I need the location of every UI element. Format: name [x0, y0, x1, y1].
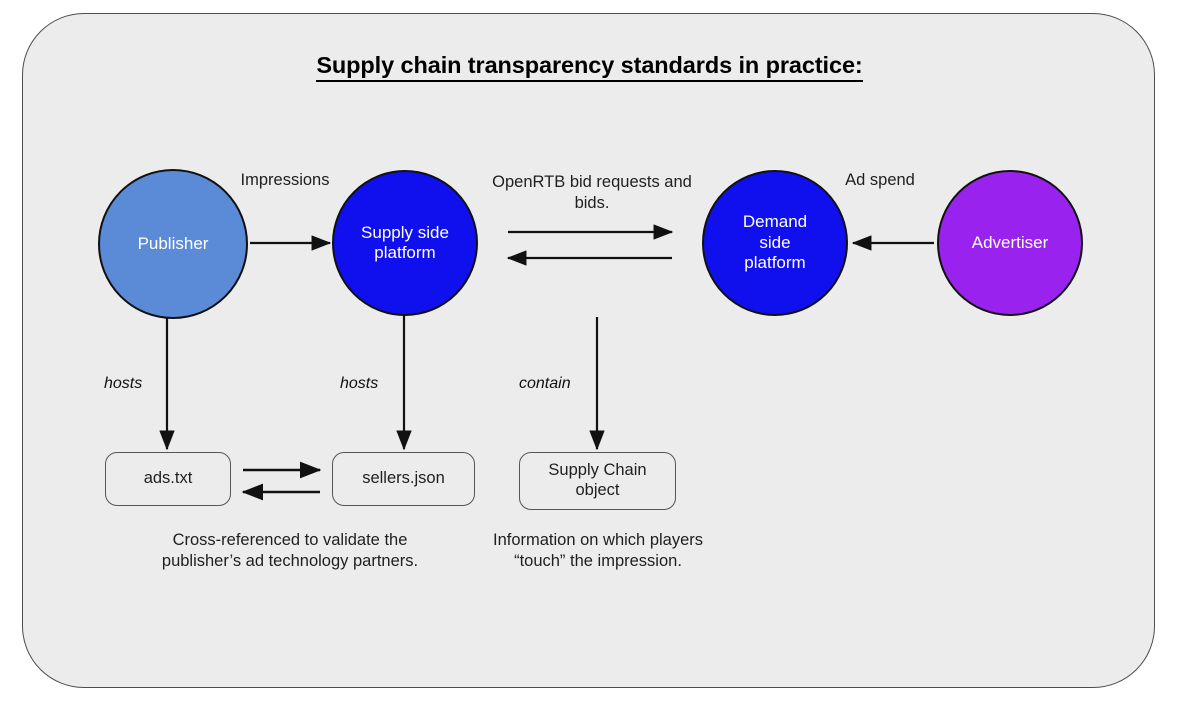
edge-label-ad-spend: Ad spend [845, 171, 915, 189]
node-supply-chain-object[interactable]: Supply Chain object [519, 452, 676, 510]
caption-supply-chain-object: Information on which players “touch” the… [492, 531, 704, 571]
node-sellers-json[interactable]: sellers.json [332, 452, 475, 506]
node-sellers-json-label: sellers.json [362, 469, 445, 488]
page-title-text: Supply chain transparency standards in p… [316, 52, 863, 82]
edge-label-contain: contain [519, 375, 571, 392]
edge-label-ssp-hosts: hosts [340, 375, 379, 392]
node-demand-side-platform[interactable]: Demand side platform [702, 170, 848, 316]
node-advertiser-label: Advertiser [971, 232, 1049, 252]
node-advertiser[interactable]: Advertiser [937, 170, 1083, 316]
node-supply-side-platform[interactable]: Supply side platform [332, 170, 478, 316]
node-publisher-label: Publisher [137, 233, 209, 253]
edge-label-openrtb: OpenRTB bid requests and bids. [492, 173, 692, 212]
node-ads-txt[interactable]: ads.txt [105, 452, 231, 506]
node-demand-side-platform-label: Demand side platform [742, 212, 808, 273]
node-supply-side-platform-label: Supply side platform [361, 222, 449, 262]
edge-label-publisher-hosts: hosts [104, 375, 143, 392]
node-supply-chain-object-label: Supply Chain object [548, 461, 647, 499]
node-publisher[interactable]: Publisher [98, 169, 248, 319]
page-title: Supply chain transparency standards in p… [0, 52, 1179, 82]
caption-ads-sellers: Cross-referenced to validate the publish… [161, 531, 419, 571]
node-ads-txt-label: ads.txt [143, 469, 193, 488]
diagram-panel [22, 13, 1155, 688]
edge-label-impressions: Impressions [240, 171, 330, 189]
